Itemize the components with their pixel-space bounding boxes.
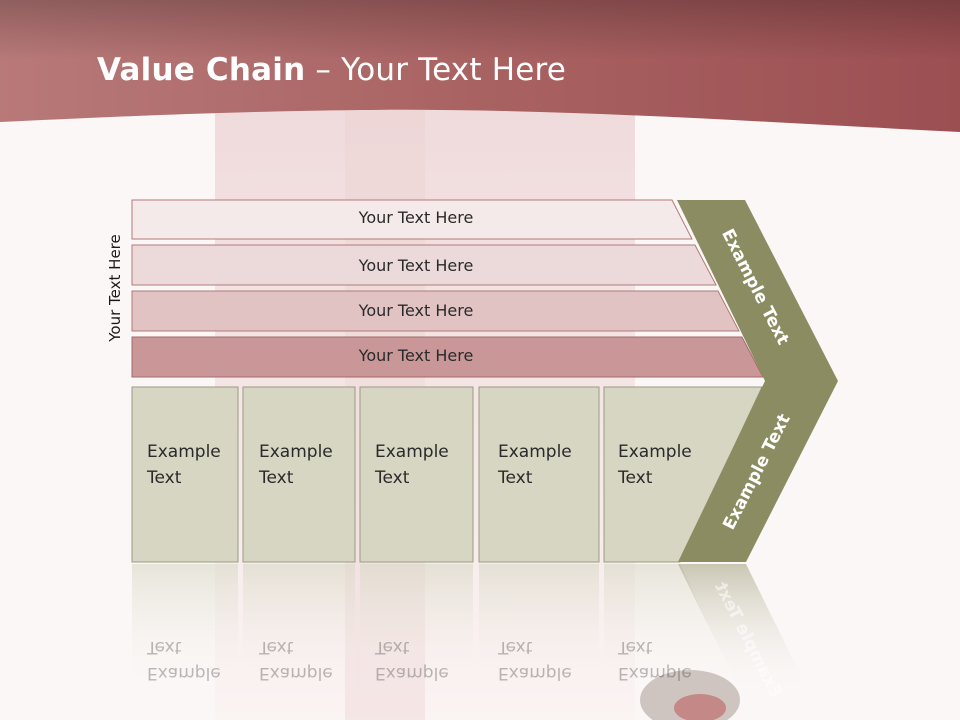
box-3 [359,386,474,563]
box-label-2-reflection: Example Text [259,637,333,683]
box-1 [131,386,239,563]
title-bold: Value Chain [97,52,306,88]
box-2 [242,386,356,563]
header-shade [0,0,960,60]
box-2-reflection [243,564,355,694]
box-4-reflection [479,564,599,694]
slide-title: Value Chain – Your Text Here [97,52,566,88]
row-label-3: Your Text Here [358,301,474,320]
chevron-shape [677,200,838,562]
title-rest: – Your Text Here [305,52,567,88]
box-3-reflection [360,564,473,694]
box-label-4: Example Text [498,442,572,488]
row-label-4: Your Text Here [358,346,474,365]
row-shape-4 [131,336,764,378]
box-label-1: Example Text [147,442,221,488]
box-label-5: Example Text [618,442,692,488]
row-label-2: Your Text Here [358,256,474,275]
row-label-1: Your Text Here [358,208,474,227]
box-4 [478,386,600,563]
box-label-2: Example Text [259,442,333,488]
row-shape-2 [131,244,717,286]
box-label-4-reflection: Example Text [498,637,572,683]
row-shape-3 [131,290,740,332]
decorative-figure [640,670,740,720]
box-label-5-reflection: Example Text [618,637,692,683]
chevron-reflection [678,564,810,694]
box-label-1-reflection: Example Text [147,637,221,683]
box-1-reflection [132,564,238,694]
box-label-3-reflection: Example Text [375,637,449,683]
box-5-reflection [604,564,740,694]
box-label-3: Example Text [375,442,449,488]
side-label-text: Your Text Here [106,234,124,342]
row-shape-1 [131,199,693,240]
